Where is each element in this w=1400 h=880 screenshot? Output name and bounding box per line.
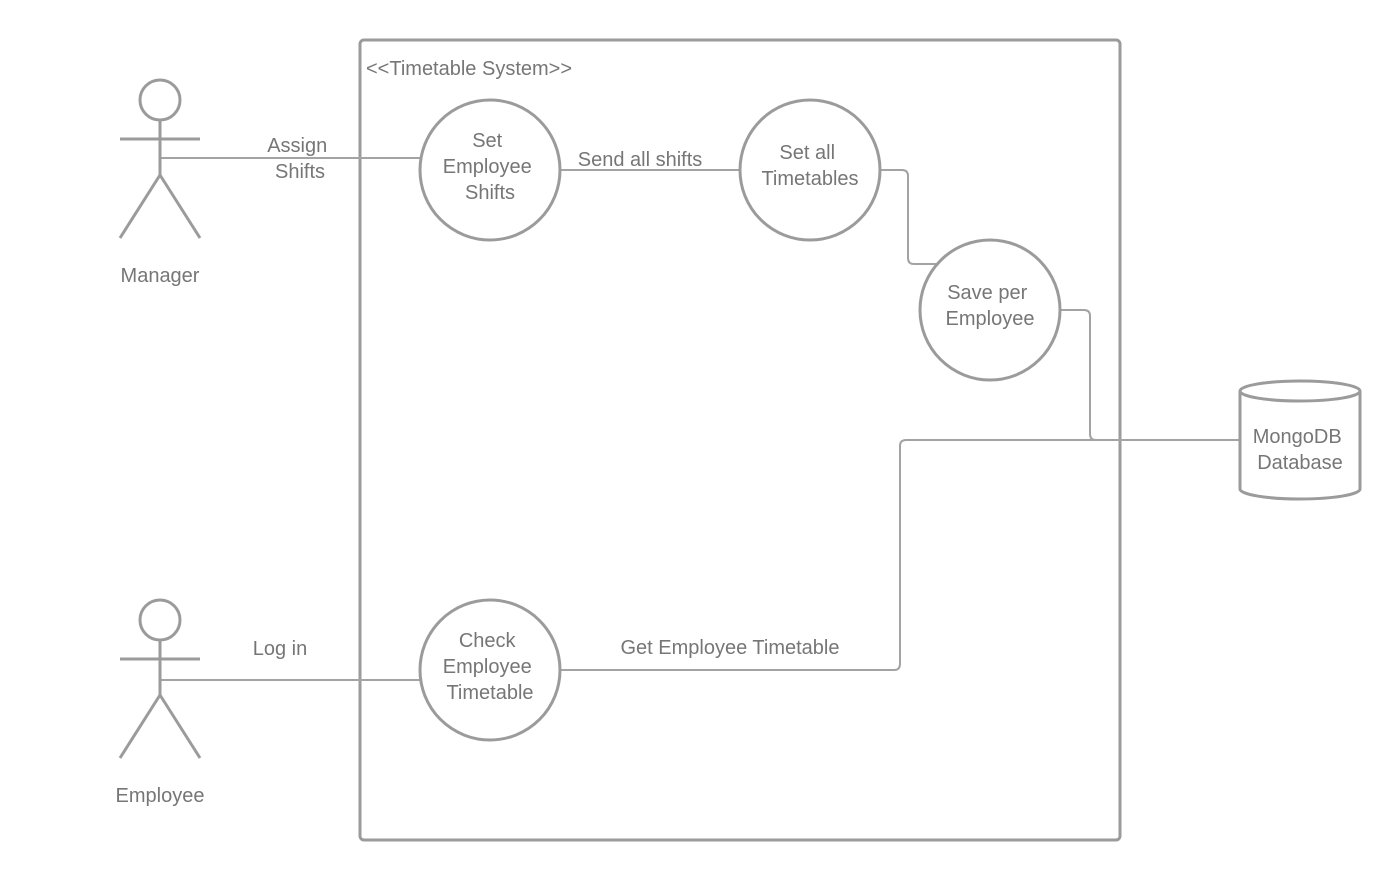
actor-manager-label: Manager [121,265,200,287]
use-case-save-per-employee: Save per Employee [918,238,1062,382]
database-cylinder-icon [1238,379,1362,501]
database-mongodb: MongoDB Database [1238,379,1362,501]
database-label: MongoDB Database [1253,426,1348,474]
send-all-shifts-label: Send all shifts [578,149,703,171]
assign-shifts-label: Assign Shifts [267,135,333,183]
get-employee-timetable-label: Get Employee Timetable [621,637,840,659]
log-in-label: Log in [253,638,308,660]
set-timetables-to-save-line [880,169,937,265]
save-to-database-line [1060,309,1240,441]
use-case-check-employee-timetable-label: Check Employee Timetable [443,630,538,704]
actor-employee: Employee [116,598,205,807]
stick-figure-icon [118,598,202,759]
actor-manager: Manager [118,78,202,287]
actor-employee-label: Employee [116,785,205,807]
use-case-set-employee-shifts-label: Set Employee Shifts [443,130,538,204]
check-timetable-to-database-line [560,439,1240,671]
use-case-check-employee-timetable: Check Employee Timetable [418,598,562,742]
system-title: <<Timetable System>> [366,58,572,80]
use-case-save-per-employee-label: Save per Employee [946,282,1035,330]
stick-figure-icon [118,78,202,239]
use-case-set-all-timetables: Set all Timetables [738,98,882,242]
use-case-set-all-timetables-label: Set all Timetables [761,142,858,190]
use-case-set-employee-shifts: Set Employee Shifts [418,98,562,242]
